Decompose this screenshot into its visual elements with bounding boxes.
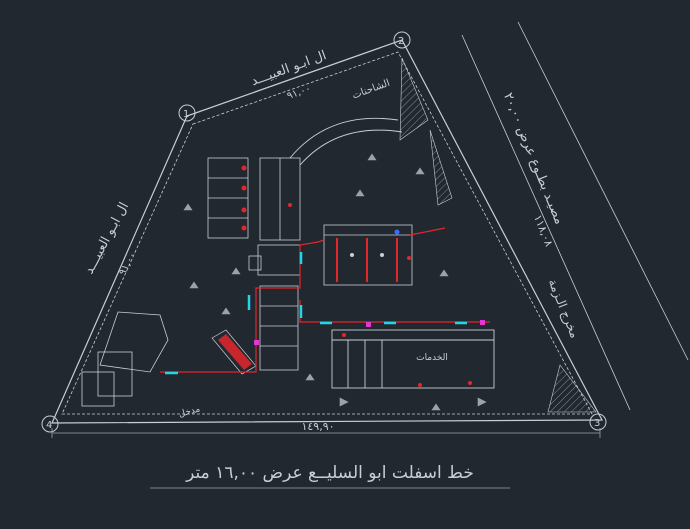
left-dimension: ٩١,٠٠ xyxy=(117,250,138,277)
building-label: الخدمات xyxy=(416,353,448,363)
top-dimension: ٩١,٠٠ xyxy=(286,83,313,102)
bottom-dimension-line xyxy=(51,428,601,438)
right-road-lines xyxy=(461,21,689,411)
parking-block-left xyxy=(207,157,301,241)
pump-island xyxy=(323,224,413,286)
right-street-label-1: مصيـد بطـوع عرض ٢٠,٠٠ xyxy=(500,91,567,227)
bottom-dimension: ١٤٩,٩٠ xyxy=(301,420,334,433)
corner-label-1: 1 xyxy=(183,109,189,120)
cyan-markers xyxy=(165,252,467,375)
street-label-top: ال ابـو العبيـــد xyxy=(249,48,328,89)
pump-island-red-lines xyxy=(336,238,398,282)
small-buildings-bottom-left xyxy=(81,311,169,407)
site-boundary xyxy=(51,39,603,424)
red-pipe-network xyxy=(160,227,490,373)
right-street-label-2: مخرج الـزمة xyxy=(545,277,582,340)
tank-block xyxy=(248,244,301,371)
red-markers-left xyxy=(241,165,292,231)
service-building xyxy=(331,329,495,389)
hatched-zones xyxy=(399,57,597,413)
magenta-markers xyxy=(254,320,485,345)
kiosk-label: الشاحنات xyxy=(351,78,392,102)
pump-island-markers xyxy=(350,229,411,260)
corner-label-3: 3 xyxy=(594,418,600,429)
corner-label-4: 4 xyxy=(46,420,52,431)
corner-markers xyxy=(41,31,607,433)
diagonal-tank xyxy=(211,329,257,375)
corner-label-2: 2 xyxy=(398,36,404,47)
bottom-left-label: مدخل xyxy=(178,404,202,419)
driveway-arc xyxy=(289,117,403,166)
flow-arrows xyxy=(183,153,487,411)
service-building-markers xyxy=(342,333,472,387)
bottom-road-label: خط اسفلت ابو السليــع عرض ١٦,٠٠ متر xyxy=(185,463,474,483)
